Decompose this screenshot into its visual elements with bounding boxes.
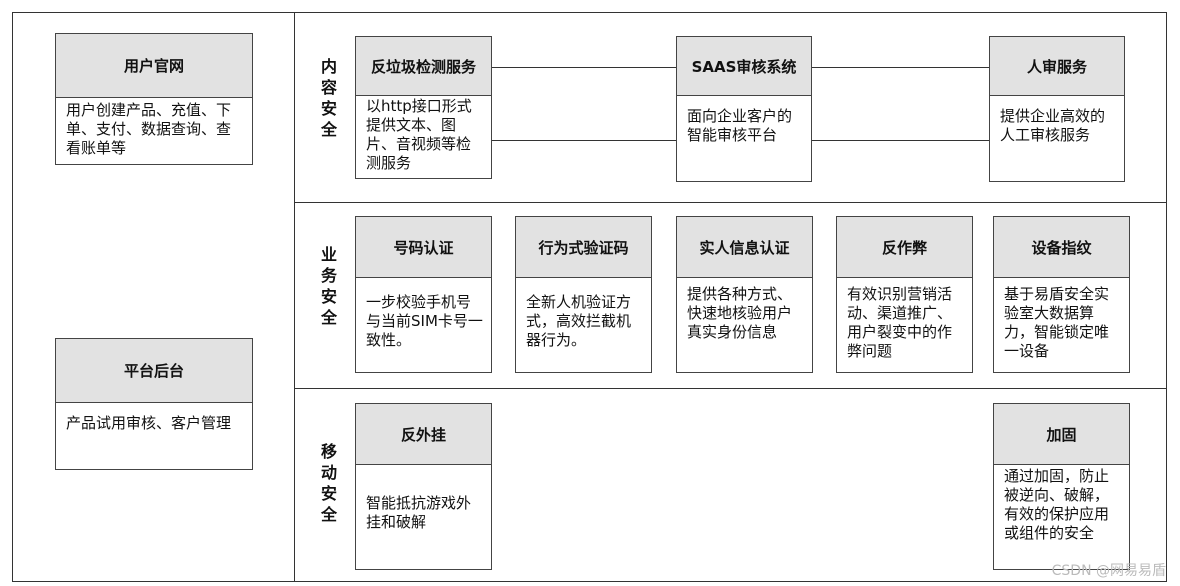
business-security-label: 业务安全 [320, 245, 337, 327]
number-auth-card: 号码认证 一步校验手机号与当前SIM卡号一致性。 [355, 216, 492, 373]
content-security-label: 内容安全 [320, 57, 337, 139]
watermark-text: CSDN @网易易盾 [1051, 563, 1166, 579]
manual-review-card: 人审服务 提供企业高效的人工审核服务 [989, 36, 1125, 182]
backend-title: 平台后台 [56, 339, 252, 403]
backend-desc: 产品试用审核、客户管理 [66, 414, 232, 432]
anti-cheat-card: 反外挂 智能抵抗游戏外挂和破解 [355, 403, 492, 570]
captcha-desc: 全新人机验证方式，高效拦截机器行为。 [526, 293, 632, 349]
section-divider [294, 388, 1167, 389]
anti-fraud-desc: 有效识别营销活动、渠道推广、用户裂变中的作弊问题 [847, 285, 953, 360]
mobile-security-label: 移动安全 [320, 442, 337, 524]
identity-auth-card: 实人信息认证 提供各种方式、快速地核验用户真实身份信息 [676, 216, 813, 373]
device-fingerprint-card: 设备指纹 基于易盾安全实验室大数据算力，智能锁定唯一设备 [993, 216, 1130, 373]
portal-card: 用户官网 用户创建产品、充值、下单、支付、数据查询、查看账单等 [55, 33, 253, 165]
anti-fraud-card: 反作弊 有效识别营销活动、渠道推广、用户裂变中的作弊问题 [836, 216, 973, 373]
right-panel [294, 12, 1167, 582]
portal-title: 用户官网 [56, 34, 252, 98]
device-fingerprint-title: 设备指纹 [994, 217, 1129, 278]
number-auth-title: 号码认证 [356, 217, 491, 278]
captcha-card: 行为式验证码 全新人机验证方式，高效拦截机器行为。 [515, 216, 652, 373]
section-divider [294, 202, 1167, 203]
hardening-desc: 通过加固，防止被逆向、破解，有效的保护应用或组件的安全 [1004, 467, 1110, 542]
anti-fraud-title: 反作弊 [837, 217, 972, 278]
manual-review-title: 人审服务 [990, 37, 1124, 96]
number-auth-desc: 一步校验手机号与当前SIM卡号一致性。 [366, 293, 483, 349]
identity-auth-title: 实人信息认证 [677, 217, 812, 278]
antispam-title: 反垃圾检测服务 [356, 37, 491, 96]
manual-review-desc: 提供企业高效的人工审核服务 [1000, 107, 1106, 144]
connector-line [491, 140, 677, 141]
hardening-card: 加固 通过加固，防止被逆向、破解，有效的保护应用或组件的安全 [993, 403, 1130, 570]
connector-line [491, 67, 677, 68]
hardening-title: 加固 [994, 404, 1129, 465]
connector-line [811, 140, 990, 141]
captcha-title: 行为式验证码 [516, 217, 651, 278]
antispam-card: 反垃圾检测服务 以http接口形式提供文本、图片、音视频等检测服务 [355, 36, 492, 179]
backend-card: 平台后台 产品试用审核、客户管理 [55, 338, 253, 470]
connector-line [811, 67, 990, 68]
identity-auth-desc: 提供各种方式、快速地核验用户真实身份信息 [687, 285, 793, 341]
saas-review-desc: 面向企业客户的智能审核平台 [687, 107, 793, 144]
device-fingerprint-desc: 基于易盾安全实验室大数据算力，智能锁定唯一设备 [1004, 285, 1110, 360]
saas-review-card: SAAS审核系统 面向企业客户的智能审核平台 [676, 36, 812, 182]
portal-desc: 用户创建产品、充值、下单、支付、数据查询、查看账单等 [66, 101, 232, 157]
anti-cheat-title: 反外挂 [356, 404, 491, 465]
anti-cheat-desc: 智能抵抗游戏外挂和破解 [366, 494, 472, 531]
antispam-desc: 以http接口形式提供文本、图片、音视频等检测服务 [366, 97, 472, 172]
saas-review-title: SAAS审核系统 [677, 37, 811, 96]
